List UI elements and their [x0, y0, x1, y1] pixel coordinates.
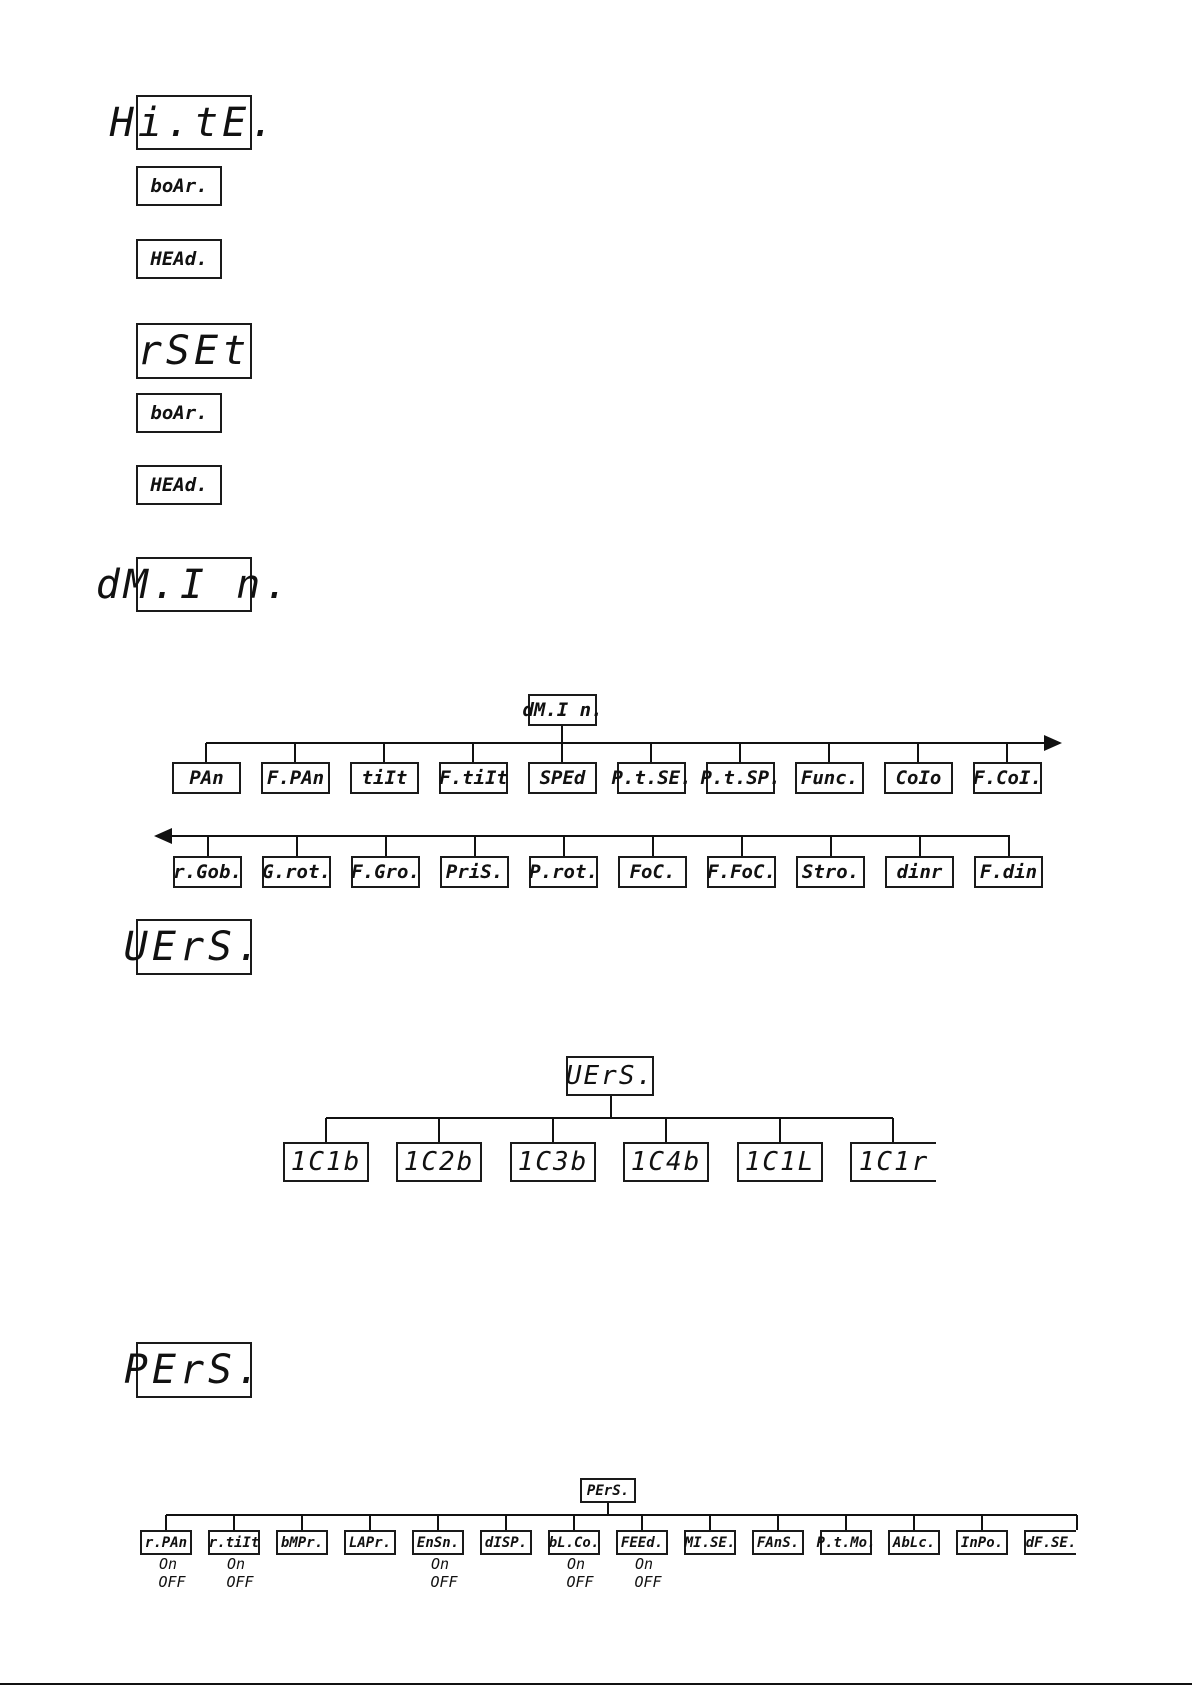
pers-option: OFF: [226, 1573, 254, 1591]
dmin-child-sped: SPEd: [528, 762, 597, 794]
dmin-child-ptsp: P.t.SP.: [700, 762, 781, 794]
dmin-child-tilt: tiIt: [350, 762, 419, 794]
dmin-child-rgob: r.Gob.: [173, 856, 242, 888]
vers-child-1c1b: 1C1b: [283, 1142, 369, 1182]
dmin-child-fgro: F.Gro.: [351, 856, 420, 888]
vers-display: UErS.: [124, 919, 260, 975]
pers-option: OFF: [566, 1573, 594, 1591]
pers-child-mise: MI.SE.: [684, 1530, 736, 1555]
rset-display: rSEt: [136, 323, 252, 379]
pers-child-fans: FAnS.: [752, 1530, 804, 1555]
vers-child-1c3b: 1C3b: [510, 1142, 596, 1182]
hite-head-display: HEAd.: [136, 239, 222, 279]
dmin-child-foc: FoC.: [618, 856, 687, 888]
pers-option: On: [158, 1555, 178, 1573]
pers-child-dfse: dF.SE.: [1024, 1530, 1076, 1555]
dmin-child-ffoc: F.FoC.: [707, 856, 776, 888]
pers-child-inpo: InPo.: [956, 1530, 1008, 1555]
pers-child-ablc: AbLc.: [888, 1530, 940, 1555]
vers-child-1c1r: 1C1r: [850, 1142, 936, 1182]
dmin-child-prot: P.rot.: [529, 856, 598, 888]
dmin-child-fpan: F.PAn: [261, 762, 330, 794]
pers-option: On: [566, 1555, 586, 1573]
pers-child-feed: FEEd.: [616, 1530, 668, 1555]
dmin-display: dM.I n.: [96, 557, 288, 612]
pers-option: On: [226, 1555, 246, 1573]
hite-board-display: boAr.: [136, 166, 222, 206]
pers-option: OFF: [158, 1573, 186, 1591]
pers-child-ptmo: P.t.Mo.: [817, 1530, 876, 1555]
dmin-child-colo: CoIo: [884, 762, 953, 794]
pers-child-blco: bL.Co.: [548, 1530, 600, 1555]
dmin-child-pan: PAn: [172, 762, 241, 794]
dmin-child-pris: PriS.: [440, 856, 509, 888]
dmin-child-ftilt: F.tiIt: [439, 762, 508, 794]
pers-option: On: [430, 1555, 450, 1573]
dmin-child-dinr: dinr: [885, 856, 954, 888]
pers-child-disp: dISP.: [480, 1530, 532, 1555]
dmin-tree-root: dM.I n.: [522, 694, 603, 726]
vers-child-1c2b: 1C2b: [396, 1142, 482, 1182]
hite-display: Hi.tE.: [110, 95, 274, 150]
pers-child-rpan: r.PAn: [140, 1530, 192, 1555]
rset-board-display: boAr.: [136, 393, 222, 433]
pers-child-bmpr: bMPr.: [276, 1530, 328, 1555]
dmin-child-stro: Stro.: [796, 856, 865, 888]
bottom-divider: [0, 1683, 1192, 1685]
pers-child-ensn: EnSn.: [412, 1530, 464, 1555]
pers-option: OFF: [634, 1573, 662, 1591]
pers-tree-root: PErS.: [580, 1478, 636, 1503]
dmin-child-fdin: F.din: [974, 856, 1043, 888]
pers-display: PErS.: [124, 1342, 260, 1398]
vers-tree-root: UErS.: [566, 1056, 654, 1096]
pers-option: OFF: [430, 1573, 458, 1591]
dmin-child-fcol: F.CoI.: [973, 762, 1042, 794]
rset-head-display: HEAd.: [136, 465, 222, 505]
dmin-child-grot: G.rot.: [262, 856, 331, 888]
vers-child-1c1l: 1C1L: [737, 1142, 823, 1182]
pers-child-rtilt: r.tiIt: [208, 1530, 260, 1555]
dmin-child-ptse: P.t.SE.: [611, 762, 692, 794]
dmin-child-func: Func.: [795, 762, 864, 794]
pers-child-lapr: LAPr.: [344, 1530, 396, 1555]
pers-option: On: [634, 1555, 654, 1573]
vers-child-1c4b: 1C4b: [623, 1142, 709, 1182]
